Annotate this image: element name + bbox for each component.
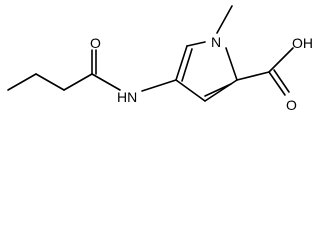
- bond-c2-c3: [35, 73, 65, 91]
- bond-cooh-o-a: [268, 71, 286, 96]
- bond-cooh-o-b: [273, 69, 290, 93]
- bond-ring-c4-c5-b: [181, 48, 193, 82]
- bond-cooh-oh: [268, 47, 294, 73]
- bond-c1-c2: [7, 73, 37, 91]
- bond-ring-n-c2: [225, 47, 238, 81]
- structure-canvas: N O HN O OH: [7, 5, 313, 113]
- acid-hydroxyl-label: OH: [292, 35, 313, 51]
- bond-nh-ring: [141, 79, 177, 92]
- bond-ring-c4-c5-a: [175, 45, 188, 81]
- nitrogen-ring-label: N: [211, 34, 221, 50]
- amide-oxygen-label: O: [90, 35, 101, 51]
- chemical-structure-diagram: N O HN O OH: [7, 5, 313, 113]
- bond-ring-c2-c3-b: [204, 83, 232, 97]
- bond-ring-c2-c3-a: [204, 79, 238, 102]
- bond-n-methyl: [216, 5, 233, 34]
- bond-ring-c5-n: [186, 41, 206, 47]
- bond-ring-c3-c4: [175, 79, 206, 102]
- bond-c3-c4: [63, 73, 93, 91]
- bond-ring-c2-cooh: [236, 71, 270, 81]
- amide-nh-label: HN: [117, 89, 137, 105]
- acid-carbonyl-oxygen-label: O: [286, 97, 297, 113]
- bond-c4-nh: [91, 73, 121, 91]
